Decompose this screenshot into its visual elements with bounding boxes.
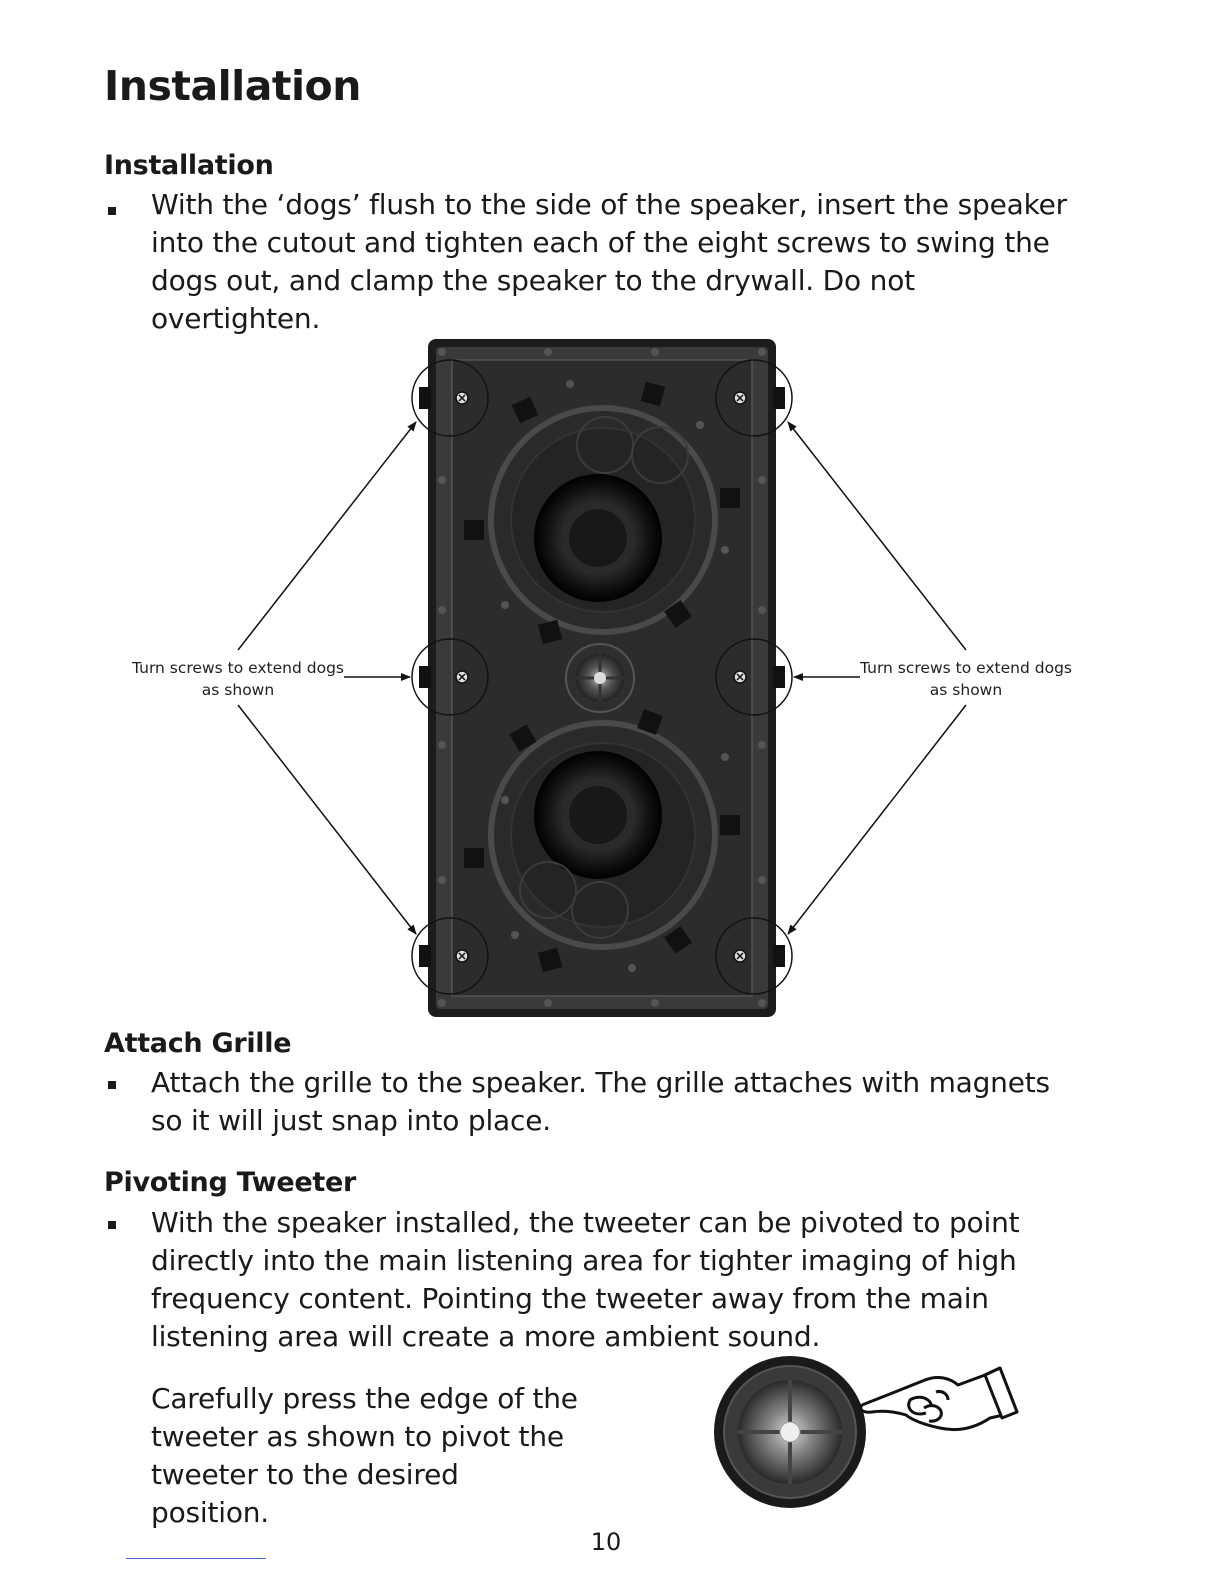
callout-left-line1: Turn screws to extend dogs (131, 659, 344, 677)
mounting-clips (464, 381, 740, 973)
pointing-hand-icon (859, 1366, 1019, 1432)
dog-top-left (411, 359, 489, 437)
dog-screw-callouts (411, 359, 793, 995)
dog-bottom-right (715, 917, 793, 995)
installation-bullet-text: With the ‘dogs’ flush to the side of the… (151, 188, 1067, 335)
bullet-marker (108, 1221, 116, 1229)
dog-middle-left (411, 638, 489, 716)
callout-arrows (237, 421, 967, 935)
speaker-installation-diagram: Turn screws to extend dogs as shown Turn… (131, 339, 1072, 1017)
tweeter-press-illustration (714, 1356, 1019, 1508)
bullet-marker (108, 1081, 116, 1089)
page-title: Installation (104, 62, 361, 110)
dog-middle-right (715, 638, 793, 716)
dog-top-right (715, 359, 793, 437)
section-heading-installation: Installation (104, 150, 274, 181)
footer-link-underline (126, 1558, 266, 1559)
bullet-marker (108, 207, 116, 215)
tweeter-icon (714, 1356, 866, 1508)
center-tweeter (565, 643, 635, 713)
attach-grille-bullet-text: Attach the grille to the speaker. The gr… (151, 1066, 1050, 1137)
pivoting-tweeter-instruction-text: Carefully press the edge of the tweeter … (151, 1382, 578, 1529)
upper-woofer (488, 405, 718, 635)
callout-right-line1: Turn screws to extend dogs (859, 659, 1072, 677)
section-heading-pivoting-tweeter: Pivoting Tweeter (104, 1167, 357, 1198)
section-heading-attach-grille: Attach Grille (104, 1028, 292, 1059)
callout-right-line2: as shown (930, 681, 1002, 699)
dog-bottom-left (411, 917, 489, 995)
page-number: 10 (590, 1528, 622, 1556)
lower-woofer (488, 720, 718, 950)
callout-left-line2: as shown (202, 681, 274, 699)
pivoting-tweeter-bullet-text: With the speaker installed, the tweeter … (151, 1206, 1020, 1353)
frame-holes (438, 348, 766, 1007)
